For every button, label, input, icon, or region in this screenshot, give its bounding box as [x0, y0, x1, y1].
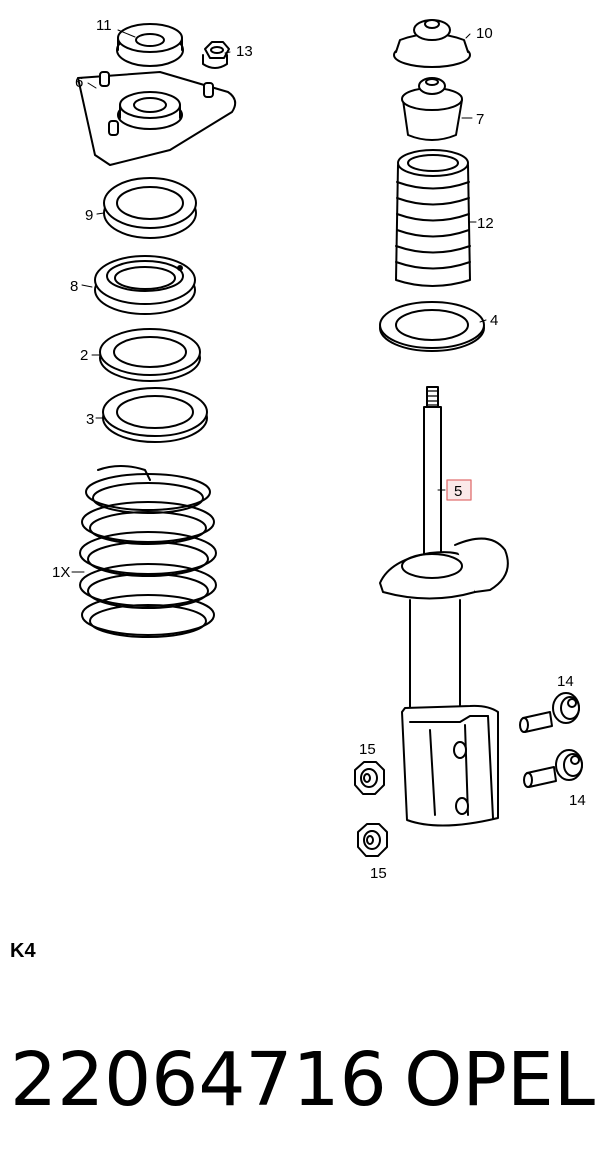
part-14-bolt-lower	[523, 749, 583, 788]
part-2-insulator	[99, 328, 201, 382]
part-footer: 22064716 OPEL	[10, 1030, 595, 1130]
callout-2: 2	[80, 347, 88, 364]
callout-5: 5	[454, 483, 462, 500]
part-number: 22064716	[10, 1037, 387, 1123]
part-3-insulator	[102, 387, 208, 443]
callout-4: 4	[490, 312, 498, 329]
callout-3: 3	[86, 411, 94, 428]
brand-name: OPEL	[404, 1037, 595, 1123]
part-15-nut-lower	[357, 823, 388, 857]
callout-13: 13	[236, 43, 253, 60]
callout-10: 10	[476, 25, 493, 42]
part-5-shock-absorber	[379, 386, 509, 827]
section-code: K4	[10, 940, 36, 962]
callout-7: 7	[476, 111, 484, 128]
callout-11: 11	[96, 17, 112, 34]
part-12-dust-boot	[395, 149, 471, 287]
part-7-bump-stop	[401, 77, 463, 141]
callout-15-lower: 15	[370, 865, 387, 882]
part-13-nut	[202, 41, 230, 69]
leader-lines	[71, 29, 487, 573]
callout-14-upper: 14	[557, 673, 574, 690]
callout-6: 6	[75, 74, 83, 91]
callout-5-highlight	[446, 479, 472, 501]
callout-15-upper: 15	[359, 741, 376, 758]
part-10-top-cap	[393, 19, 471, 68]
part-1x-coil-spring	[79, 465, 217, 638]
callout-1x: 1X	[52, 564, 70, 581]
part-8-spring-seat	[94, 255, 196, 315]
exploded-parts-diagram: 11 13 6 9 8 2 3 1X 10 7 12 4 5 14 14 15 …	[52, 17, 586, 882]
callout-9: 9	[85, 207, 93, 224]
part-11-seat-cap	[116, 23, 184, 67]
part-6-mount-plate	[77, 71, 237, 166]
part-15-nut-upper	[354, 761, 385, 795]
callout-8: 8	[70, 278, 78, 295]
part-9-bearing-ring	[103, 177, 197, 239]
part-14-bolt-upper	[519, 692, 580, 733]
callout-14-lower: 14	[569, 792, 586, 809]
part-4-washer	[379, 301, 485, 352]
callout-12: 12	[477, 215, 494, 232]
